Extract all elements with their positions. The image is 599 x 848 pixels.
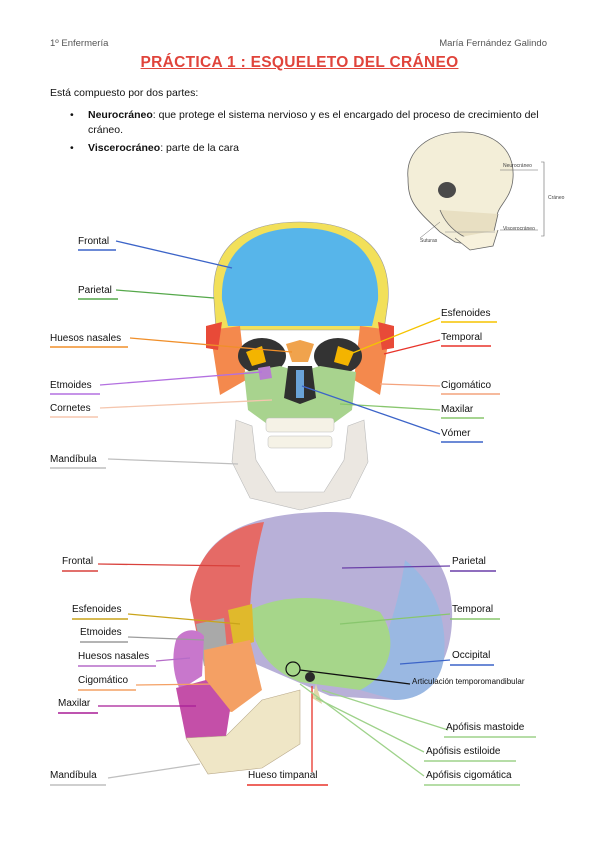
intro-text: Está compuesto por dos partes: [50, 87, 199, 99]
leader-line [383, 339, 441, 355]
frontal-skull-drawing [206, 221, 394, 511]
label-parietal-lateral: Parietal [452, 556, 486, 567]
label-occipital: Occipital [452, 650, 491, 661]
leader-line [301, 385, 441, 435]
label-etmoides: Etmoides [50, 380, 92, 391]
label-temporal: Temporal [441, 332, 483, 343]
label-esfenoides-lateral: Esfenoides [72, 604, 122, 615]
label-etmoides-lateral: Etmoides [80, 627, 122, 638]
label-huesos-nasales: Huesos nasales [50, 333, 122, 344]
inset-label-neurocraneo: Neurocráneo [503, 163, 532, 169]
label-maxilar-lateral: Maxilar [58, 698, 91, 709]
bullet-term: Viscerocráneo [88, 142, 161, 154]
bullet-text: : que protege el sistema nervioso y es e… [88, 109, 539, 136]
label-vomer: Vómer [441, 428, 471, 439]
label-cornetes: Cornetes [50, 403, 91, 414]
bullet-dot: • [70, 109, 74, 121]
label-apofisis-mastoide: Apófisis mastoide [446, 722, 525, 733]
inset-label-craneo: Cráneo [548, 195, 565, 201]
bullet-dot: • [70, 142, 74, 154]
leader-line [115, 240, 233, 269]
leader-line [379, 383, 441, 387]
label-apofisis-estiloide: Apófisis estiloide [426, 746, 501, 757]
bullet-viscerocraneo: Viscerocráneo: parte de la cara [88, 141, 388, 156]
label-mandibula: Mandíbula [50, 454, 97, 465]
label-frontal-lateral: Frontal [62, 556, 94, 567]
label-hueso-timpanal: Hueso timpanal [248, 770, 318, 781]
label-cigomatico: Cigomático [441, 380, 492, 391]
label-esfenoides: Esfenoides [441, 308, 491, 319]
header-author: María Fernández Galindo [439, 38, 547, 49]
label-mandibula-lateral: Mandíbula [50, 770, 97, 781]
leader-line [99, 399, 273, 409]
label-articulacion-temporomandibular: Articulación temporomandibular [412, 677, 525, 686]
label-apofisis-cigomatica: Apófisis cigomática [426, 770, 512, 781]
leader-line [99, 371, 263, 386]
inset-skull-drawing [407, 131, 545, 251]
leader-line [129, 337, 293, 353]
inset-label-suturas: Suturas [420, 238, 438, 244]
label-parietal: Parietal [78, 285, 112, 296]
leader-line [107, 458, 239, 465]
label-cigomatico-lateral: Cigomático [78, 675, 129, 686]
label-huesos-nasales-lateral: Huesos nasales [78, 651, 150, 662]
header-course: 1º Enfermería [50, 38, 109, 49]
bullet-neurocraneo: Neurocráneo: que protege el sistema nerv… [88, 108, 548, 138]
label-maxilar: Maxilar [441, 404, 474, 415]
page-title: PRÁCTICA 1 : ESQUELETO DEL CRÁNEO [140, 54, 459, 71]
bullet-term: Neurocráneo [88, 109, 153, 121]
label-temporal-lateral: Temporal [452, 604, 494, 615]
lateral-skull-drawing [173, 512, 453, 775]
bullet-text: : parte de la cara [160, 142, 239, 154]
leader-line [349, 317, 441, 355]
leader-line [115, 289, 215, 299]
label-frontal: Frontal [78, 236, 110, 247]
inset-label-viscerocraneo: Viscerocráneo [503, 226, 535, 232]
